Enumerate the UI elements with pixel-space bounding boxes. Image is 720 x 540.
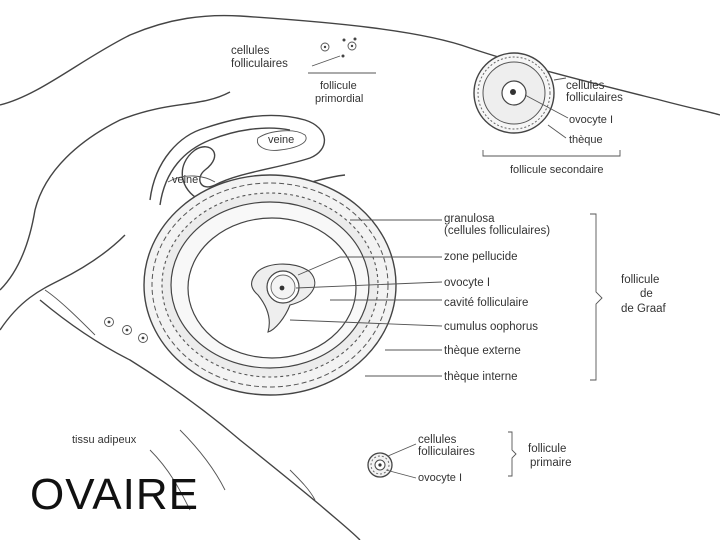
theca-externa-label: thèque externe: [444, 345, 521, 357]
graafian-follicle: [143, 174, 397, 396]
primary-bracket: [508, 431, 517, 477]
vein-label-lower: veine: [172, 174, 198, 186]
graaf-oocyte-label: ovocyte I: [444, 277, 490, 289]
granulosa-label: granulosa (cellules folliculaires): [444, 213, 550, 237]
graaf-bracket: [590, 213, 603, 381]
secondary-theca-label: thèque: [569, 134, 603, 146]
graafian-follicle-label: follicule de de Graaf: [621, 274, 667, 315]
cumulus-label: cumulus oophorus: [444, 321, 538, 333]
primary-oocyte-label: ovocyte I: [418, 472, 462, 484]
secondary-follicle-label: follicule secondaire: [510, 164, 604, 176]
theca-interna-label: thèque interne: [444, 371, 518, 383]
primary-cells-label: cellules folliculaires: [418, 434, 475, 458]
secondary-oocyte-label: ovocyte I: [569, 114, 613, 126]
secondary-cells-label: cellules folliculaires: [566, 80, 623, 104]
zona-pellucida-label: zone pellucide: [444, 251, 518, 263]
small-follicles: [104, 317, 148, 343]
primordial-cells-label: cellules folliculaires: [231, 45, 288, 70]
adipose-tissue-label: tissu adipeux: [72, 434, 137, 446]
primary-follicle: [367, 452, 393, 478]
primary-follicle-label: follicule primaire: [528, 443, 572, 469]
primordial-follicle-label: follicule primordial: [315, 80, 363, 105]
secondary-follicle: [473, 52, 555, 134]
primordial-follicles: [320, 37, 357, 58]
follicular-cavity-label: cavité folliculaire: [444, 297, 528, 309]
diagram-title: OVAIRE: [30, 470, 200, 519]
ovary-outline: [0, 14, 720, 540]
vein-label-upper: veine: [268, 134, 294, 146]
